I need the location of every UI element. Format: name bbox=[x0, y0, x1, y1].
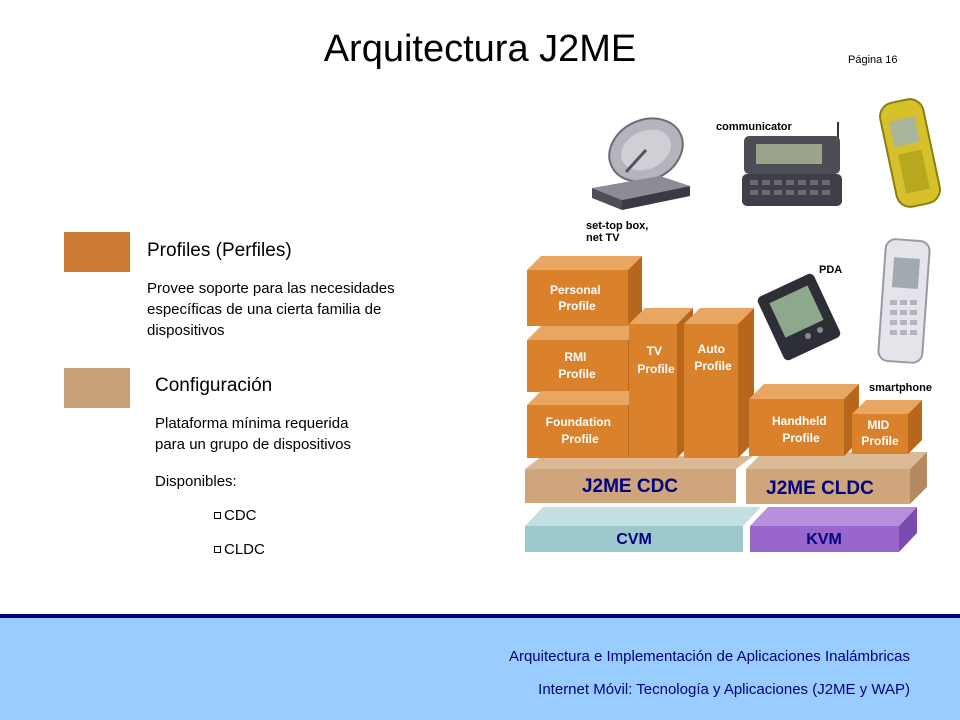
mid-profile-label: MID Profile bbox=[861, 418, 899, 448]
set-top-box-label: set-top box, net TV bbox=[586, 220, 649, 244]
personal-profile-label: Personal Profile bbox=[550, 283, 604, 313]
cvm-block: CVM bbox=[525, 507, 761, 552]
cldc-block: J2ME CLDC bbox=[746, 452, 927, 504]
configuration-swatch bbox=[64, 368, 130, 408]
kvm-label: KVM bbox=[806, 531, 842, 548]
slide-title: Arquitectura J2ME bbox=[323, 28, 637, 70]
cdc-block: J2ME CDC bbox=[525, 456, 753, 503]
list-item-cdc: CDC bbox=[214, 507, 257, 524]
available-label: Disponibles: bbox=[155, 473, 237, 490]
cdc-label: J2ME CDC bbox=[582, 476, 678, 497]
foundation-profile-block: Foundation Profile bbox=[527, 391, 642, 458]
rmi-profile-label: RMI Profile bbox=[558, 350, 596, 381]
page-number: Página 16 bbox=[848, 54, 898, 66]
tv-profile-label: TV Profile bbox=[637, 344, 675, 376]
kvm-block: KVM bbox=[750, 507, 917, 552]
profiles-legend-description: Provee soporte para las necesidades espe… bbox=[147, 280, 395, 339]
rmi-profile-block: RMI Profile bbox=[527, 326, 642, 392]
profiles-swatch bbox=[64, 232, 130, 272]
handheld-profile-block: Handheld Profile bbox=[749, 384, 859, 456]
configuration-legend-title: Configuración bbox=[155, 375, 273, 396]
smartphone-label: smartphone bbox=[869, 382, 932, 394]
footer-course-title: Arquitectura e Implementación de Aplicac… bbox=[508, 648, 910, 665]
profiles-legend-title: Profiles (Perfiles) bbox=[147, 240, 292, 261]
tv-profile-block: TV Profile bbox=[629, 308, 693, 458]
communicator-icon bbox=[742, 122, 842, 206]
auto-profile-label: Auto Profile bbox=[694, 342, 732, 373]
personal-profile-block: Personal Profile bbox=[527, 256, 642, 326]
configuration-legend-description: Plataforma mínima requerida para un grup… bbox=[155, 415, 351, 453]
square-bullet-icon bbox=[214, 511, 221, 519]
mobile-phone-icon bbox=[879, 98, 941, 208]
mid-profile-block: MID Profile bbox=[852, 400, 922, 454]
communicator-label: communicator bbox=[716, 121, 792, 133]
square-bullet-icon bbox=[214, 545, 221, 553]
handheld-profile-label: Handheld Profile bbox=[772, 414, 830, 445]
cvm-label: CVM bbox=[616, 531, 652, 548]
set-top-box-icon bbox=[592, 117, 690, 210]
pda-label: PDA bbox=[819, 264, 843, 276]
cldc-label: J2ME CLDC bbox=[766, 478, 874, 499]
list-item-cldc: CLDC bbox=[214, 541, 265, 558]
foundation-profile-label: Foundation Profile bbox=[546, 415, 615, 446]
smartphone-icon bbox=[877, 238, 931, 364]
footer-subtitle: Internet Móvil: Tecnología y Aplicacione… bbox=[538, 681, 910, 698]
pda-icon bbox=[757, 273, 841, 361]
auto-profile-block: Auto Profile bbox=[684, 308, 754, 458]
footer-bar: Arquitectura e Implementación de Aplicac… bbox=[0, 614, 960, 720]
